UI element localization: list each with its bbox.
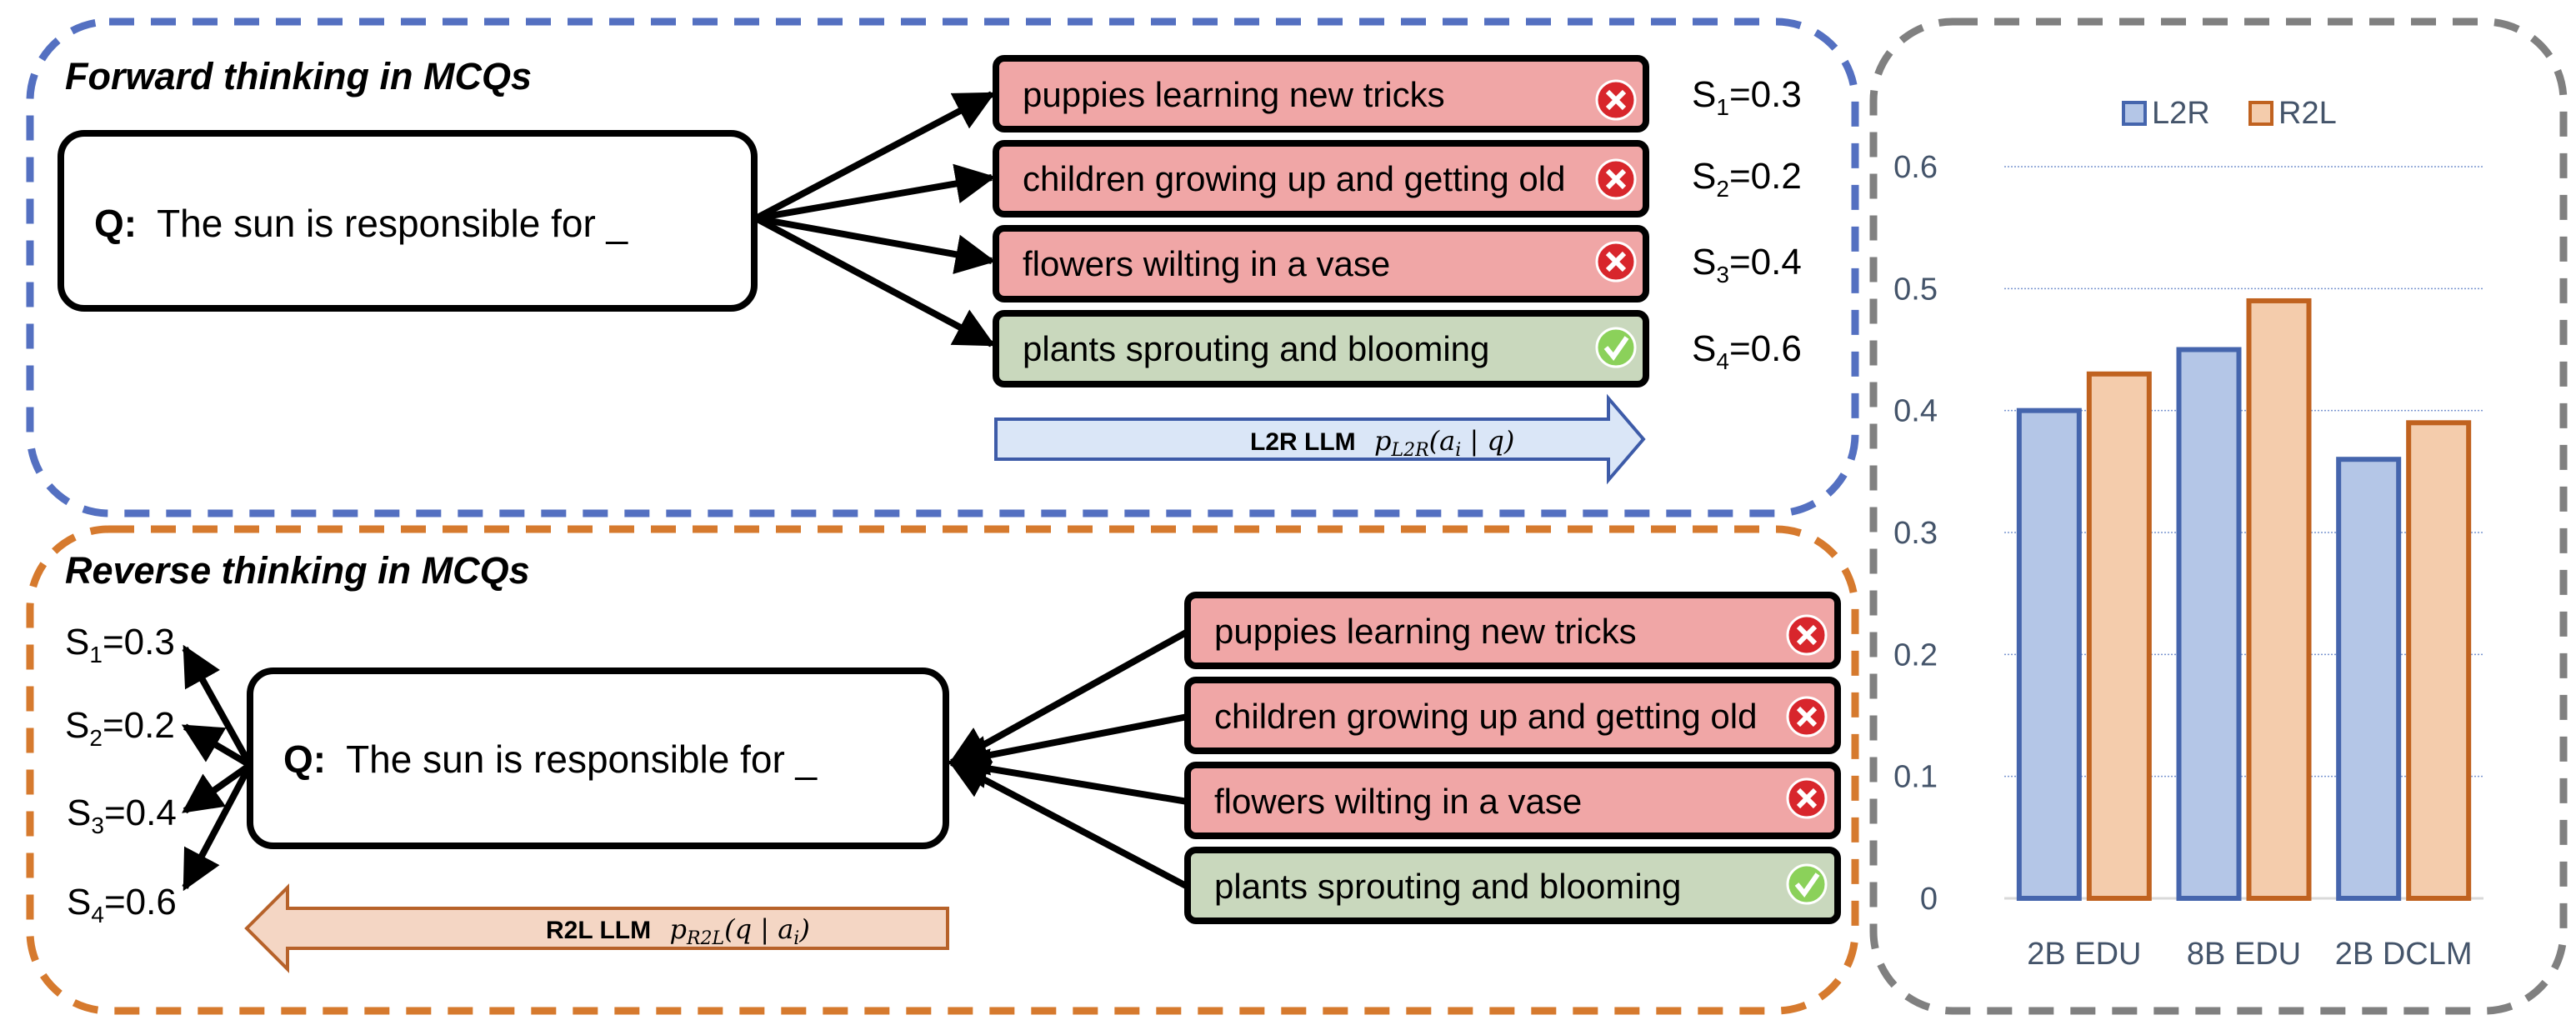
forward-option-text: puppies learning new tricks: [1023, 75, 1445, 114]
forward-option: children growing up and getting old: [993, 140, 1649, 218]
forward-question: Q: The sun is responsible for _: [94, 202, 629, 245]
reverse-question-prefix: Q:: [283, 738, 326, 781]
reverse-question: Q: The sun is responsible for _: [283, 738, 818, 781]
y-tick-label: 0.2: [1893, 638, 1938, 672]
reverse-panel: Reverse thinking in MCQs Q: The sun is r…: [26, 525, 1859, 1015]
bar-l2r: [2176, 347, 2242, 901]
forward-option: flowers wilting in a vase: [993, 225, 1649, 302]
chart-legend: L2R R2L: [2122, 96, 2337, 131]
bar-l2r: [2016, 408, 2082, 901]
reverse-option: flowers wilting in a vase: [1184, 762, 1841, 839]
forward-question-box: [58, 130, 758, 312]
forward-panel: Forward thinking in MCQs Q: The sun is r…: [26, 18, 1859, 518]
y-tick-label: 0.6: [1893, 150, 1938, 185]
chart-panel-border: [1869, 18, 2568, 1015]
y-tick-label: 0.3: [1893, 516, 1938, 551]
y-tick-label: 0.5: [1893, 272, 1938, 307]
reverse-score: S1=0.3: [65, 622, 175, 668]
chart-panel: L2R R2L 0 0.1 0.2 0.3 0.4 0.5 0.6 2B EDU 8B EDU…: [1869, 18, 2568, 1015]
reverse-option-text: children growing up and getting old: [1214, 697, 1757, 736]
bar-l2r: [2336, 457, 2402, 901]
bar-r2l: [2406, 420, 2472, 901]
forward-score: S4=0.6: [1692, 328, 1802, 374]
l2r-formula: L2R LLM pL2R(ai | q): [1250, 425, 1514, 461]
y-tick-label: 0: [1920, 882, 1938, 917]
reverse-option-text: flowers wilting in a vase: [1214, 782, 1582, 821]
forward-score: S1=0.3: [1692, 74, 1802, 120]
forward-option-text: flowers wilting in a vase: [1023, 244, 1390, 283]
reverse-score: S4=0.6: [67, 882, 177, 928]
forward-option-text: plants sprouting and blooming: [1023, 329, 1489, 368]
legend-label-l2r: L2R: [2152, 96, 2210, 131]
forward-option: plants sprouting and blooming: [993, 310, 1649, 388]
legend-swatch-l2r: [2122, 101, 2147, 126]
reverse-title: Reverse thinking in MCQs: [65, 549, 530, 592]
reverse-option-text: puppies learning new tricks: [1214, 612, 1637, 651]
forward-option-text: children growing up and getting old: [1023, 159, 1565, 198]
reverse-option: plants sprouting and blooming: [1184, 847, 1841, 924]
reverse-option-arrows: [948, 628, 1189, 890]
legend-label-r2l: R2L: [2278, 96, 2337, 131]
reverse-option: children growing up and getting old: [1184, 677, 1841, 754]
bar-r2l: [2246, 298, 2312, 901]
forward-title: Forward thinking in MCQs: [65, 55, 532, 98]
bar-r2l: [2086, 371, 2152, 901]
forward-score: S2=0.2: [1692, 156, 1802, 202]
forward-option: puppies learning new tricks: [993, 55, 1649, 132]
x-tick-label: 2B DCLM: [2335, 937, 2473, 972]
check-icon: [1786, 863, 1828, 905]
legend-swatch-r2l: [2248, 101, 2273, 126]
forward-arrows: [754, 91, 996, 348]
x-tick-label: 2B EDU: [2027, 937, 2141, 972]
l2r-direction-arrow: [994, 393, 1646, 485]
reverse-option: puppies learning new tricks: [1184, 592, 1841, 669]
y-tick-label: 0.4: [1893, 394, 1938, 429]
x-tick-label: 8B EDU: [2187, 937, 2301, 972]
chart-y-axis: 0 0.1 0.2 0.3 0.4 0.5 0.6: [1893, 150, 1938, 917]
r2l-formula: R2L LLM pR2L(q | ai): [546, 913, 810, 949]
chart-gridlines: [2004, 166, 2483, 900]
y-tick-label: 0.1: [1893, 760, 1938, 795]
forward-question-text: The sun is responsible for _: [157, 202, 628, 245]
r2l-direction-arrow: [244, 883, 949, 973]
reverse-score-arrows: [181, 644, 253, 892]
forward-question-prefix: Q:: [94, 202, 137, 245]
reverse-score: S3=0.4: [67, 792, 177, 838]
chart-x-axis: 2B EDU 8B EDU 2B DCLM: [2027, 937, 2472, 972]
reverse-score: S2=0.2: [65, 705, 175, 751]
reverse-option-text: plants sprouting and blooming: [1214, 867, 1681, 906]
forward-panel-border: [26, 18, 1859, 518]
chart-bars: [2016, 298, 2472, 901]
check-icon: [1595, 327, 1637, 368]
forward-score: S3=0.4: [1692, 242, 1802, 288]
reverse-question-text: The sun is responsible for _: [346, 738, 818, 781]
reverse-panel-border: [26, 525, 1859, 1015]
